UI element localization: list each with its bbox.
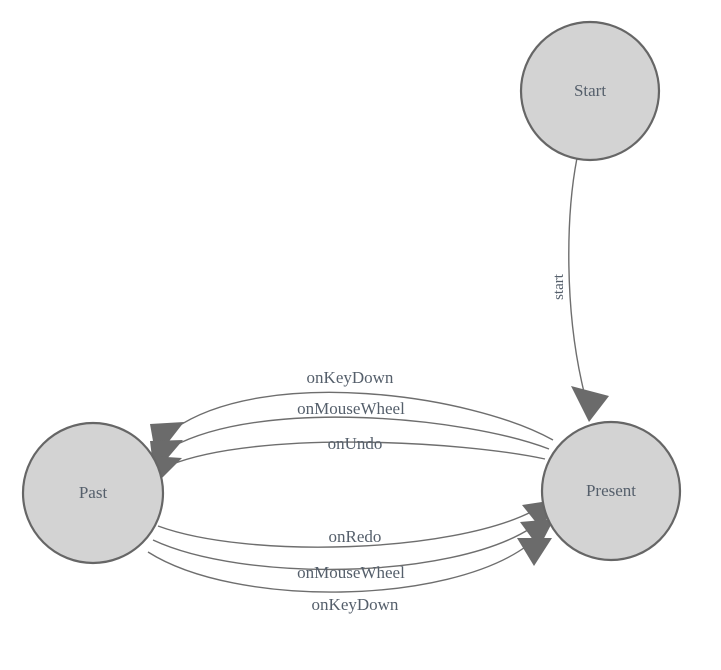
edge-path-past-present-2 [152,527,532,571]
edge-label-past-present-onmousewheel: onMouseWheel [297,563,405,582]
node-present-label: Present [586,481,636,500]
edge-label-present-past-onundo: onUndo [328,434,383,453]
edge-path-present-past-1 [173,391,554,441]
edge-past-to-present-onkeydown[interactable]: onKeyDown [147,538,552,614]
edge-present-to-past-onundo[interactable]: onUndo [151,434,546,488]
edge-start-to-present[interactable]: start [551,157,609,422]
edge-path-past-present-1 [157,510,534,548]
edge-path-present-past-3 [169,441,546,466]
node-past-label: Past [79,483,108,502]
edge-label-present-past-onkeydown: onKeyDown [307,368,394,387]
node-past-circle [21,421,165,565]
arrowhead-past-present-2 [520,519,554,548]
edge-label-past-present-onredo: onRedo [329,527,382,546]
arrowhead-past-present-3 [517,538,552,566]
edge-label-start: start [551,273,567,300]
edge-path-present-past-2 [171,416,550,450]
node-present[interactable]: Present [540,420,682,562]
node-start-label: Start [574,81,606,100]
edge-path-past-present-3 [147,544,529,593]
node-present-circle [540,420,682,562]
arrowhead-start-present [571,386,609,422]
node-start[interactable]: Start [519,20,661,162]
edge-label-present-past-onmousewheel: onMouseWheel [297,399,405,418]
node-past[interactable]: Past [21,421,165,565]
edge-past-to-present-onredo[interactable]: onRedo [157,500,555,548]
edge-path-start-present [568,157,585,393]
node-start-circle [519,20,661,162]
edge-past-to-present-onmousewheel[interactable]: onMouseWheel [152,519,554,582]
edge-label-past-present-onkeydown: onKeyDown [312,595,399,614]
